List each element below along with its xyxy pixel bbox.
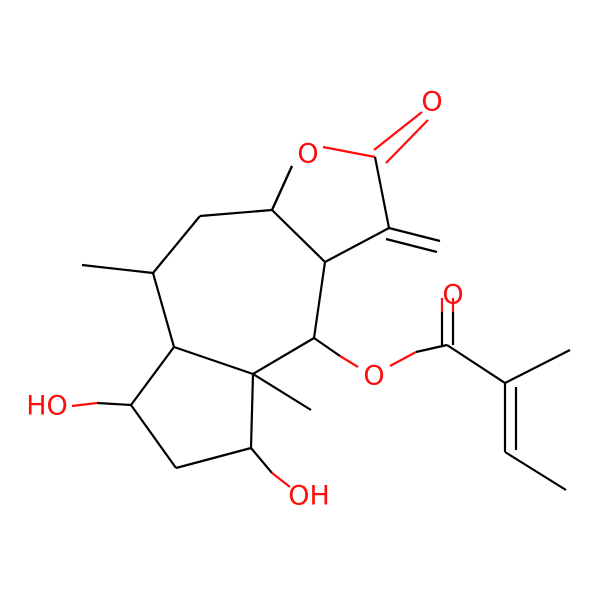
bond-line [446, 344, 506, 384]
atom-label-ester-carbonyl-oxygen: O [442, 280, 463, 311]
bond-line [339, 355, 359, 368]
atom-label-hydroxyl-left: HO [26, 391, 68, 422]
bond-line [130, 346, 175, 406]
bond-line [385, 237, 438, 254]
bond-line [504, 349, 571, 384]
bond-line [504, 451, 567, 491]
bond-line [373, 156, 391, 229]
bond-line [249, 373, 255, 449]
bond-line [389, 351, 417, 367]
bond-line [71, 401, 98, 408]
bond-line [373, 111, 423, 151]
bond-line [252, 337, 315, 375]
atom-labels: O O O O HO OH [26, 87, 463, 512]
bond-line [322, 145, 376, 159]
bond-line [270, 165, 294, 211]
bond-line [313, 337, 341, 357]
bond-line [173, 345, 254, 376]
atom-label-ester-oxygen: O [363, 361, 384, 392]
bond-line [152, 215, 201, 274]
bond-line [324, 227, 390, 263]
bond-line [199, 208, 273, 218]
bond-lines [71, 111, 571, 491]
bond-line [252, 373, 312, 411]
atom-label-carbonyl-oxygen: O [421, 87, 442, 118]
bond-line [271, 472, 291, 488]
bond-line [385, 119, 429, 164]
atom-label-hydroxyl-bottom: OH [288, 481, 330, 512]
bond-line [250, 447, 273, 474]
bond-line [130, 404, 177, 469]
bond-line [151, 272, 176, 348]
bond-line [271, 209, 326, 263]
atom-label-lactone-oxygen: O [297, 139, 318, 170]
bond-line [388, 226, 441, 243]
bond-line [81, 263, 154, 275]
bond-line [415, 343, 448, 354]
bond-line [175, 446, 252, 470]
bond-line [96, 401, 132, 407]
bond-line [312, 261, 327, 339]
